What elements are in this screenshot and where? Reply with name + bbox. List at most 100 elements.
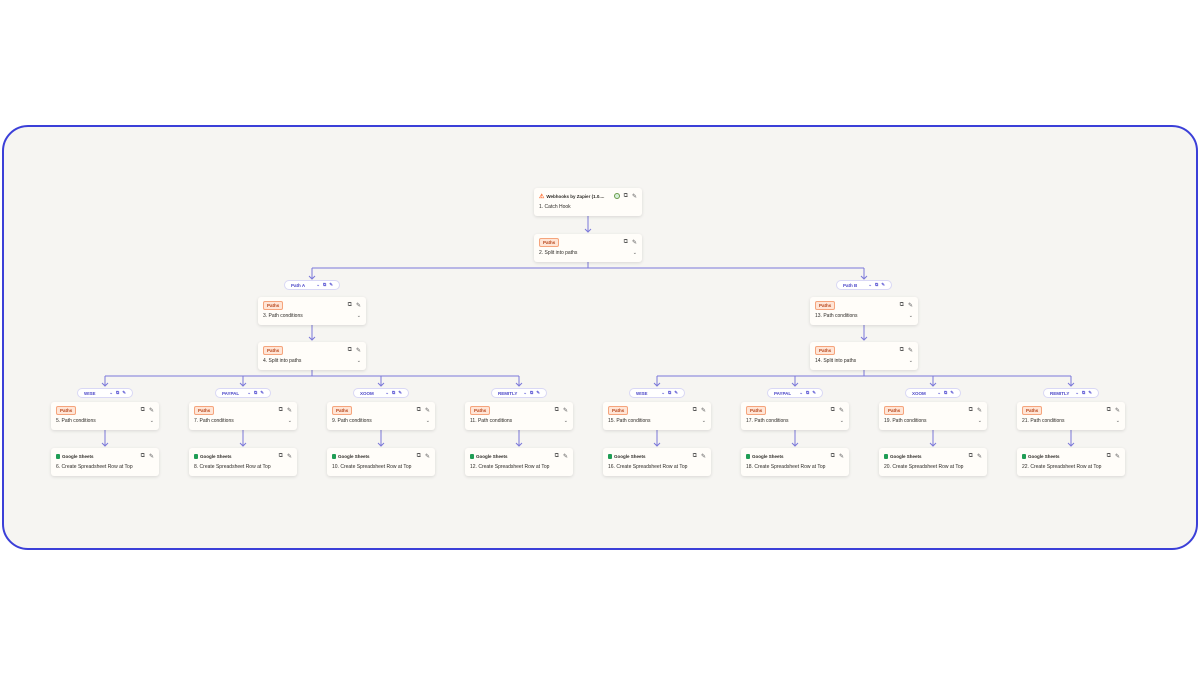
chevron-down-icon[interactable]: ⌄: [937, 390, 941, 395]
edit-icon[interactable]: ✎: [424, 453, 430, 460]
edit-icon[interactable]: ✎: [881, 282, 885, 287]
trigger-step-card[interactable]: ⚠Webhooks by Zapier (1.0....⧉✎1. Catch H…: [534, 188, 642, 216]
edit-icon[interactable]: ✎: [148, 407, 154, 414]
split-paths-card[interactable]: Paths⧉✎4. Split into paths⌄: [258, 342, 366, 370]
chevron-down-icon[interactable]: ⌄: [908, 358, 913, 364]
chevron-down-icon[interactable]: ⌄: [287, 418, 292, 424]
copy-icon[interactable]: ⧉: [692, 406, 697, 413]
copy-icon[interactable]: ⧉: [899, 301, 904, 308]
copy-icon[interactable]: ⧉: [416, 406, 421, 413]
edit-icon[interactable]: ✎: [700, 453, 706, 460]
edit-icon[interactable]: ✎: [950, 390, 954, 395]
path-label-pill[interactable]: PAYPAL⌄⧉✎: [215, 388, 271, 398]
edit-icon[interactable]: ✎: [1114, 407, 1120, 414]
path-conditions-card[interactable]: Paths⧉✎17. Path conditions⌄: [741, 402, 849, 430]
edit-icon[interactable]: ✎: [424, 407, 430, 414]
copy-icon[interactable]: ⧉: [278, 406, 283, 413]
path-conditions-card[interactable]: Paths⧉✎5. Path conditions⌄: [51, 402, 159, 430]
edit-icon[interactable]: ✎: [536, 390, 540, 395]
chevron-down-icon[interactable]: ⌄: [661, 390, 665, 395]
copy-icon[interactable]: ⧉: [668, 390, 672, 395]
copy-icon[interactable]: ⧉: [554, 452, 559, 459]
copy-icon[interactable]: ⧉: [278, 452, 283, 459]
copy-icon[interactable]: ⧉: [416, 452, 421, 459]
path-conditions-card[interactable]: Paths⧉✎19. Path conditions⌄: [879, 402, 987, 430]
copy-icon[interactable]: ⧉: [692, 452, 697, 459]
edit-icon[interactable]: ✎: [398, 390, 402, 395]
edit-icon[interactable]: ✎: [286, 407, 292, 414]
chevron-down-icon[interactable]: ⌄: [632, 250, 637, 256]
path-label-pill[interactable]: Path A⌄⧉✎: [284, 280, 340, 290]
path-label-pill[interactable]: REMITLY⌄⧉✎: [1043, 388, 1099, 398]
chevron-down-icon[interactable]: ⌄: [839, 418, 844, 424]
edit-icon[interactable]: ✎: [907, 347, 913, 354]
chevron-down-icon[interactable]: ⌄: [425, 418, 430, 424]
google-sheets-action-card[interactable]: Google Sheets⧉✎6. Create Spreadsheet Row…: [51, 448, 159, 476]
copy-icon[interactable]: ⧉: [323, 282, 327, 287]
edit-icon[interactable]: ✎: [355, 302, 361, 309]
google-sheets-action-card[interactable]: Google Sheets⧉✎12. Create Spreadsheet Ro…: [465, 448, 573, 476]
edit-icon[interactable]: ✎: [260, 390, 264, 395]
path-label-pill[interactable]: WISE⌄⧉✎: [629, 388, 685, 398]
edit-icon[interactable]: ✎: [329, 282, 333, 287]
path-conditions-card[interactable]: Paths⧉✎11. Path conditions⌄: [465, 402, 573, 430]
copy-icon[interactable]: ⧉: [116, 390, 120, 395]
google-sheets-action-card[interactable]: Google Sheets⧉✎10. Create Spreadsheet Ro…: [327, 448, 435, 476]
google-sheets-action-card[interactable]: Google Sheets⧉✎22. Create Spreadsheet Ro…: [1017, 448, 1125, 476]
copy-icon[interactable]: ⧉: [899, 346, 904, 353]
path-conditions-card[interactable]: Paths⧉✎7. Path conditions⌄: [189, 402, 297, 430]
chevron-down-icon[interactable]: ⌄: [356, 358, 361, 364]
edit-icon[interactable]: ✎: [631, 239, 637, 246]
edit-icon[interactable]: ✎: [838, 453, 844, 460]
edit-icon[interactable]: ✎: [286, 453, 292, 460]
edit-icon[interactable]: ✎: [562, 407, 568, 414]
copy-icon[interactable]: ⧉: [968, 452, 973, 459]
chevron-down-icon[interactable]: ⌄: [701, 418, 706, 424]
google-sheets-action-card[interactable]: Google Sheets⧉✎16. Create Spreadsheet Ro…: [603, 448, 711, 476]
copy-icon[interactable]: ⧉: [140, 406, 145, 413]
path-conditions-card[interactable]: Paths⧉✎9. Path conditions⌄: [327, 402, 435, 430]
copy-icon[interactable]: ⧉: [1106, 452, 1111, 459]
chevron-down-icon[interactable]: ⌄: [868, 282, 872, 287]
copy-icon[interactable]: ⧉: [347, 346, 352, 353]
chevron-down-icon[interactable]: ⌄: [316, 282, 320, 287]
google-sheets-action-card[interactable]: Google Sheets⧉✎20. Create Spreadsheet Ro…: [879, 448, 987, 476]
path-label-pill[interactable]: REMITLY⌄⧉✎: [491, 388, 547, 398]
copy-icon[interactable]: ⧉: [1082, 390, 1086, 395]
split-paths-card[interactable]: Paths⧉✎14. Split into paths⌄: [810, 342, 918, 370]
chevron-down-icon[interactable]: ⌄: [356, 313, 361, 319]
copy-icon[interactable]: ⧉: [140, 452, 145, 459]
chevron-down-icon[interactable]: ⌄: [149, 418, 154, 424]
path-label-pill[interactable]: XOOM⌄⧉✎: [353, 388, 409, 398]
copy-icon[interactable]: ⧉: [392, 390, 396, 395]
chevron-down-icon[interactable]: ⌄: [563, 418, 568, 424]
copy-icon[interactable]: ⧉: [1106, 406, 1111, 413]
edit-icon[interactable]: ✎: [907, 302, 913, 309]
edit-icon[interactable]: ✎: [674, 390, 678, 395]
google-sheets-action-card[interactable]: Google Sheets⧉✎18. Create Spreadsheet Ro…: [741, 448, 849, 476]
edit-icon[interactable]: ✎: [976, 407, 982, 414]
edit-icon[interactable]: ✎: [838, 407, 844, 414]
chevron-down-icon[interactable]: ⌄: [247, 390, 251, 395]
copy-icon[interactable]: ⧉: [944, 390, 948, 395]
path-conditions-card[interactable]: Paths⧉✎3. Path conditions⌄: [258, 297, 366, 325]
edit-icon[interactable]: ✎: [1088, 390, 1092, 395]
chevron-down-icon[interactable]: ⌄: [908, 313, 913, 319]
copy-icon[interactable]: ⧉: [623, 238, 628, 245]
copy-icon[interactable]: ⧉: [254, 390, 258, 395]
edit-icon[interactable]: ✎: [355, 347, 361, 354]
copy-icon[interactable]: ⧉: [554, 406, 559, 413]
copy-icon[interactable]: ⧉: [875, 282, 879, 287]
edit-icon[interactable]: ✎: [976, 453, 982, 460]
path-label-pill[interactable]: XOOM⌄⧉✎: [905, 388, 961, 398]
chevron-down-icon[interactable]: ⌄: [799, 390, 803, 395]
copy-icon[interactable]: ⧉: [968, 406, 973, 413]
copy-icon[interactable]: ⧉: [530, 390, 534, 395]
edit-icon[interactable]: ✎: [812, 390, 816, 395]
copy-icon[interactable]: ⧉: [623, 192, 628, 199]
edit-icon[interactable]: ✎: [1114, 453, 1120, 460]
path-label-pill[interactable]: PAYPAL⌄⧉✎: [767, 388, 823, 398]
edit-icon[interactable]: ✎: [122, 390, 126, 395]
copy-icon[interactable]: ⧉: [830, 452, 835, 459]
chevron-down-icon[interactable]: ⌄: [1075, 390, 1079, 395]
